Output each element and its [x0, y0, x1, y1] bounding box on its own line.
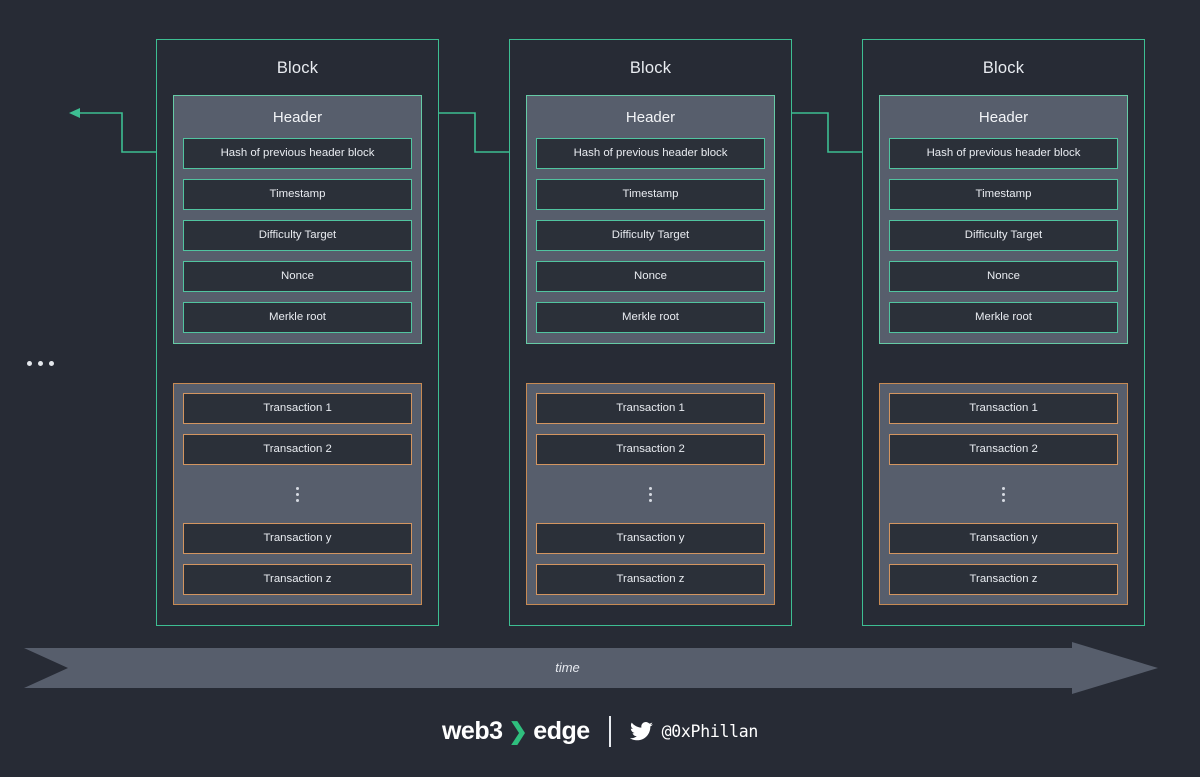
- transaction-item: Transaction z: [889, 564, 1118, 595]
- block-title: Block: [629, 59, 672, 77]
- transaction-item: Transaction y: [536, 523, 765, 554]
- footer-divider: [608, 716, 611, 747]
- block-title: Block: [276, 59, 319, 77]
- transaction-item: Transaction 1: [536, 393, 765, 424]
- block-3: Block Header Hash of previous header blo…: [862, 39, 1145, 626]
- transaction-item: Transaction y: [889, 523, 1118, 554]
- field-timestamp: Timestamp: [536, 179, 765, 210]
- transaction-item: Transaction 2: [536, 434, 765, 465]
- logo-text-first: web3: [441, 717, 503, 745]
- logo-text-second: edge: [533, 717, 590, 745]
- transaction-item: Transaction y: [183, 523, 412, 554]
- transaction-item: Transaction 1: [889, 393, 1118, 424]
- twitter-handle: @0xPhillan: [661, 722, 759, 741]
- block-title: Block: [982, 59, 1025, 77]
- field-hash-of-previous-header-block: Hash of previous header block: [536, 138, 765, 169]
- transaction-item: Transaction 2: [889, 434, 1118, 465]
- field-hash-of-previous-header-block: Hash of previous header block: [889, 138, 1118, 169]
- chevron-right-icon: ❯: [508, 718, 528, 744]
- transactions-panel: Transaction 1 Transaction 2 Transaction …: [526, 383, 775, 605]
- field-hash-of-previous-header-block: Hash of previous header block: [183, 138, 412, 169]
- transaction-item: Transaction 1: [183, 393, 412, 424]
- header-title: Header: [272, 109, 323, 126]
- field-difficulty-target: Difficulty Target: [183, 220, 412, 251]
- transaction-item: Transaction z: [536, 564, 765, 595]
- transaction-item: Transaction z: [183, 564, 412, 595]
- block-2: Block Header Hash of previous header blo…: [509, 39, 792, 626]
- transactions-panel: Transaction 1 Transaction 2 Transaction …: [173, 383, 422, 605]
- field-merkle-root: Merkle root: [536, 302, 765, 333]
- block-1: Block Header Hash of previous header blo…: [156, 39, 439, 626]
- field-merkle-root: Merkle root: [183, 302, 412, 333]
- header-title: Header: [978, 109, 1029, 126]
- web3edge-logo: web3 ❯ edge: [442, 717, 590, 746]
- field-nonce: Nonce: [889, 261, 1118, 292]
- block-header-panel: Header Hash of previous header block Tim…: [879, 95, 1128, 344]
- block-header-panel: Header Hash of previous header block Tim…: [526, 95, 775, 344]
- header-title: Header: [625, 109, 676, 126]
- block-header-panel: Header Hash of previous header block Tim…: [173, 95, 422, 344]
- transactions-ellipsis-icon: [536, 475, 765, 513]
- footer-branding: web3 ❯ edge @0xPhillan: [0, 716, 1200, 747]
- chain-continues-ellipsis: [27, 361, 54, 366]
- transactions-ellipsis-icon: [889, 475, 1118, 513]
- transactions-ellipsis-icon: [183, 475, 412, 513]
- time-arrow-icon: [24, 642, 1158, 694]
- field-difficulty-target: Difficulty Target: [889, 220, 1118, 251]
- time-label: time: [555, 660, 580, 675]
- field-timestamp: Timestamp: [183, 179, 412, 210]
- field-difficulty-target: Difficulty Target: [536, 220, 765, 251]
- field-nonce: Nonce: [536, 261, 765, 292]
- field-merkle-root: Merkle root: [889, 302, 1118, 333]
- twitter-bird-icon: [629, 722, 653, 741]
- transaction-item: Transaction 2: [183, 434, 412, 465]
- transactions-panel: Transaction 1 Transaction 2 Transaction …: [879, 383, 1128, 605]
- field-nonce: Nonce: [183, 261, 412, 292]
- twitter-handle-group: @0xPhillan: [629, 722, 759, 741]
- field-timestamp: Timestamp: [889, 179, 1118, 210]
